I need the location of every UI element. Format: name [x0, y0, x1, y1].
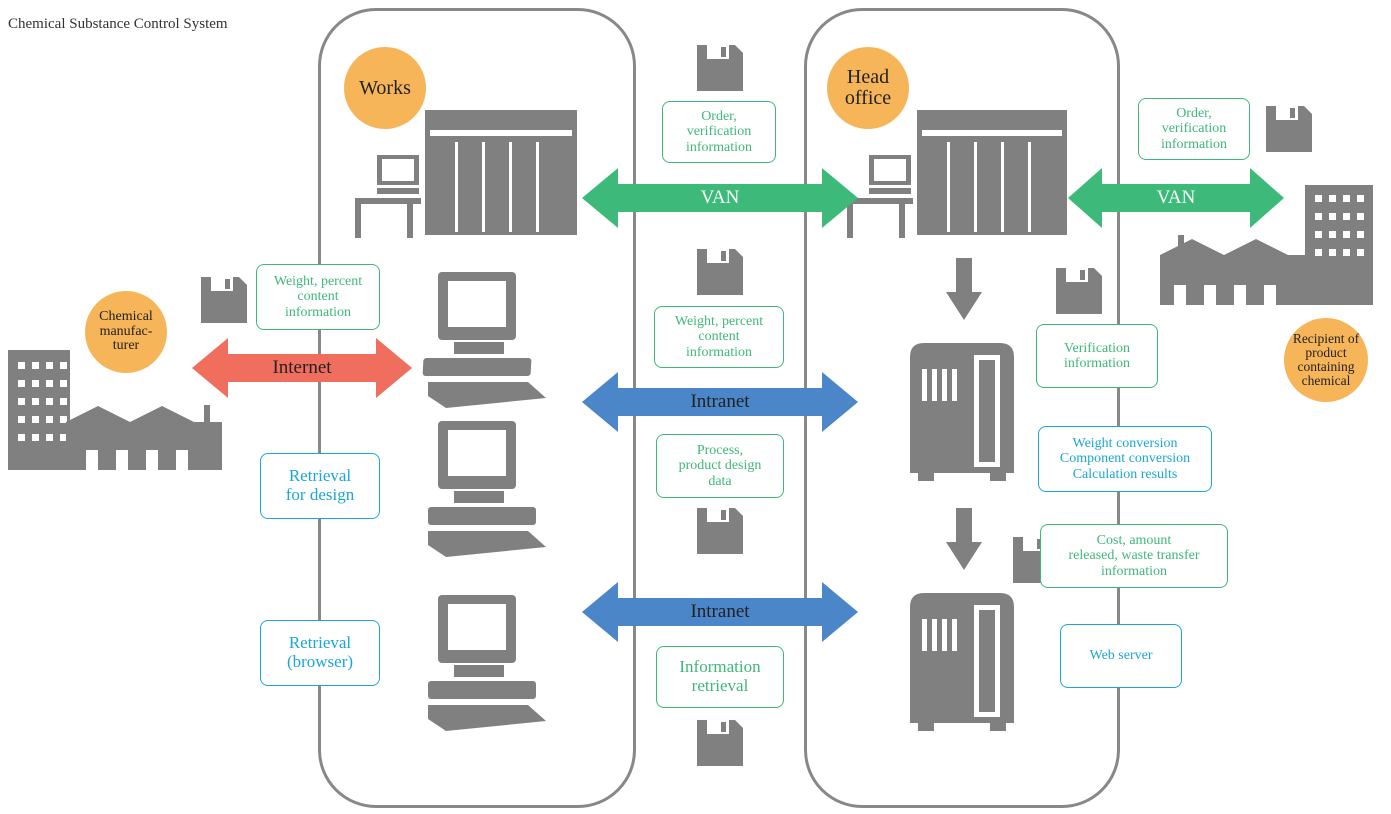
web-server-box: Web server [1060, 624, 1182, 688]
works-badge: Works [344, 47, 426, 129]
van-label-right: VAN [1156, 187, 1196, 208]
floppy-disk-icon [697, 508, 743, 554]
van-label-left: VAN [700, 187, 740, 208]
server-icon [910, 593, 1014, 731]
floppy-disk-icon [697, 720, 743, 766]
weight-percent-box-mid: Weight, percent content information [654, 306, 784, 368]
down-arrow-icon [946, 258, 982, 320]
floppy-disk-icon [1266, 106, 1312, 152]
conversion-box: Weight conversion Component conversion C… [1038, 426, 1212, 492]
retrieval-design-box: Retrieval for design [260, 453, 380, 519]
diagram-title: Chemical Substance Control System [8, 16, 228, 32]
order-verification-box-1: Order, verification information [662, 101, 776, 163]
internet-arrow [192, 338, 412, 398]
intranet-arrow-1 [582, 372, 858, 432]
process-design-box: Process, product design data [656, 434, 784, 498]
intranet-label-1: Intranet [690, 391, 750, 412]
floppy-disk-icon [697, 249, 743, 295]
workstation-icon [428, 595, 546, 731]
workstation-icon [428, 421, 546, 557]
floppy-disk-icon [697, 45, 743, 91]
head-office-badge: Head office [827, 47, 909, 129]
server-icon [910, 343, 1014, 481]
information-retrieval-box: Information retrieval [656, 646, 784, 708]
floppy-disk-icon [201, 277, 247, 323]
internet-label: Internet [272, 357, 332, 378]
verification-information-box: Verification information [1036, 324, 1158, 388]
head-office-mainframe-icon [847, 110, 1067, 238]
down-arrow-icon [946, 508, 982, 570]
retrieval-browser-box: Retrieval (browser) [260, 620, 380, 686]
order-verification-box-2: Order, verification information [1138, 98, 1250, 160]
workstation-icon [422, 272, 546, 408]
works-mainframe-icon [355, 110, 577, 238]
cost-amount-box: Cost, amount released, waste transfer in… [1040, 524, 1228, 588]
intranet-label-2: Intranet [690, 601, 750, 622]
chemical-manufacturer-badge: Chemical manufac- turer [85, 291, 167, 373]
van-arrow-right [1068, 168, 1284, 228]
recipient-factory-icon [1160, 185, 1373, 305]
intranet-arrow-2 [582, 582, 858, 642]
floppy-disk-icon [1056, 268, 1102, 314]
chemical-manufacturer-factory-icon [8, 350, 222, 470]
weight-percent-box-left: Weight, percent content information [256, 264, 380, 330]
recipient-badge: Recipient of product containing chemical [1284, 318, 1368, 402]
van-arrow-left [582, 168, 858, 228]
